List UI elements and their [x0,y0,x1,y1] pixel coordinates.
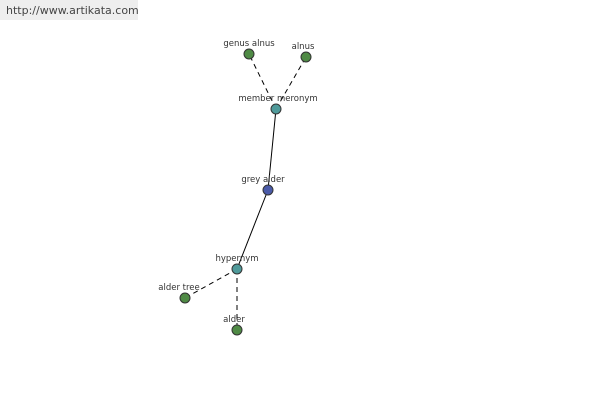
node-genus-alnus[interactable]: genus alnus [223,39,275,60]
watermark-url[interactable]: http://www.artikata.com [0,0,139,20]
node-alder-tree-dot[interactable] [179,292,191,304]
edge-hypernym-alder-tree [184,268,238,299]
node-alder-tree-label: alder tree [158,283,200,293]
node-hypernym[interactable]: hypernym [215,254,259,275]
node-genus-alnus-label: genus alnus [223,39,275,49]
node-alder-tree[interactable]: alder tree [158,283,200,304]
edge-grey-alder-hypernym [236,189,269,270]
node-hypernym-label: hypernym [215,254,258,264]
edge-member-meronym-alnus [275,56,307,110]
node-member-meronym-dot[interactable] [270,103,282,115]
edge-grey-alder-member-meronym [267,108,277,191]
edge-member-meronym-genus-alnus [248,53,277,110]
node-grey-alder-label: grey alder [241,175,285,185]
node-member-meronym[interactable]: member meronym [238,94,318,115]
node-alnus-label: alnus [292,42,315,52]
node-alder-dot[interactable] [231,324,243,336]
node-hypernym-dot[interactable] [231,263,243,275]
node-member-meronym-label: member meronym [238,94,317,104]
node-alder[interactable]: alder [223,315,245,336]
node-grey-alder-dot[interactable] [262,184,274,196]
node-alder-label: alder [223,315,245,325]
node-alnus-dot[interactable] [300,51,312,63]
node-alnus[interactable]: alnus [292,42,315,63]
node-genus-alnus-dot[interactable] [243,48,255,60]
node-grey-alder[interactable]: grey alder [241,175,285,196]
